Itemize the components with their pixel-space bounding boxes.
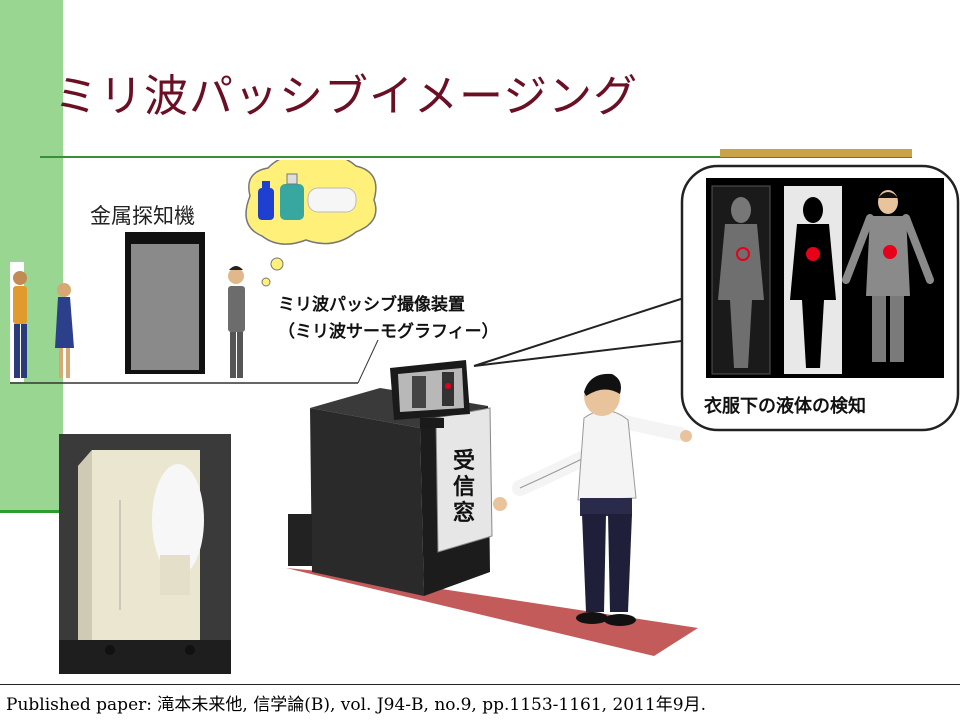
device-label: ミリ波パッシブ撮像装置 （ミリ波サーモグラフィー） — [278, 292, 499, 346]
person-blue-dress — [55, 283, 74, 378]
title-rule — [40, 156, 912, 158]
receive-window-label: 受 信 窓 — [446, 449, 482, 527]
cosmetic-container-icon — [307, 187, 357, 213]
display-monitor — [390, 360, 470, 428]
bottle-icon — [258, 188, 274, 220]
metal-detector-label: 金属探知機 — [90, 204, 195, 228]
accent-bar — [720, 149, 912, 157]
leader-line — [357, 339, 379, 384]
footer-rule — [0, 684, 960, 685]
scanned-person — [493, 373, 692, 626]
floor-mat — [286, 568, 698, 656]
left-accent-band — [0, 0, 63, 512]
person-grey-suit — [228, 266, 245, 378]
thought-bubble — [245, 160, 377, 287]
citation: Published paper: 滝本未来他, 信学論(B), vol. J94… — [6, 695, 706, 715]
left-band-underline — [0, 510, 63, 513]
pump-bottle-icon — [280, 184, 304, 220]
metal-detector-gate — [125, 232, 205, 374]
person-orange-shirt — [10, 262, 27, 382]
suit-figure — [842, 190, 934, 362]
receive-window-char: 窓 — [452, 501, 475, 526]
illustration-canvas — [10, 160, 960, 674]
device-label-line2: （ミリ波サーモグラフィー） — [278, 322, 499, 342]
slide-title: ミリ波パッシブイメージング — [54, 71, 639, 122]
detection-dot-icon — [806, 247, 820, 261]
silhouette-image — [784, 186, 842, 374]
receive-window-char: 受 — [452, 449, 475, 474]
scanner-machine-photo — [59, 434, 231, 674]
callout-caption: 衣服下の液体の検知 — [704, 396, 866, 417]
callout-pointer — [473, 294, 691, 367]
passive-image — [711, 185, 771, 375]
detection-callout — [680, 164, 960, 432]
detection-dot-icon — [883, 245, 897, 259]
detection-circle-icon — [736, 247, 750, 261]
device-label-line1: ミリ波パッシブ撮像装置 — [278, 295, 465, 315]
receive-window-char: 信 — [452, 475, 475, 500]
